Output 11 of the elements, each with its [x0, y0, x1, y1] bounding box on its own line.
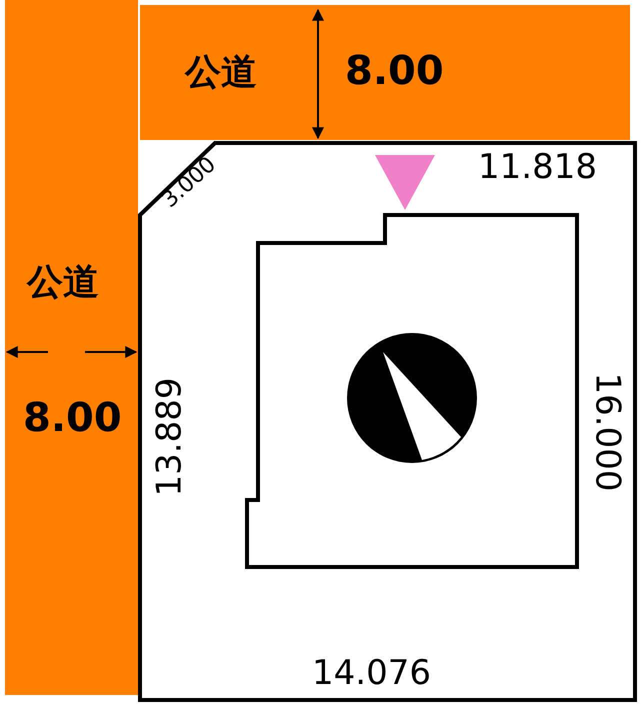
lot-outline — [138, 141, 637, 702]
road-label: 公道 — [185, 55, 257, 91]
road-band — [140, 5, 630, 140]
dimension-label: 14.076 — [312, 656, 431, 690]
dimension-label: 11.818 — [478, 150, 597, 184]
road-width-label: 8.00 — [345, 51, 444, 91]
road-label: 公道 — [27, 265, 99, 301]
dimension-label: 13.889 — [152, 378, 186, 496]
road-width-label: 8.00 — [23, 398, 122, 438]
road-band — [5, 0, 138, 695]
dimension-label: 16.000 — [590, 372, 624, 492]
